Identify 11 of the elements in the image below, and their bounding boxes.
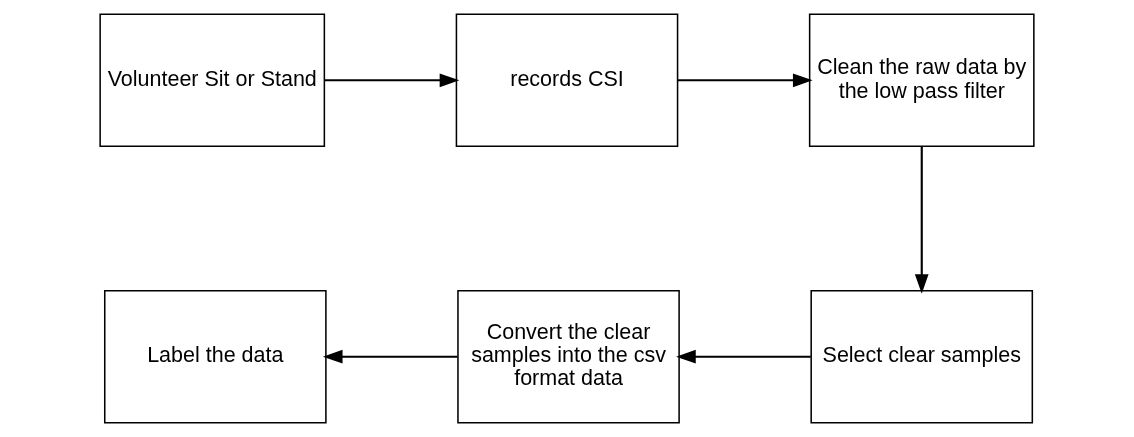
arrow <box>324 73 460 88</box>
arrow <box>914 146 929 294</box>
arrow <box>677 73 813 88</box>
node-box: Clean the raw data by the low pass filter <box>808 13 1035 148</box>
node-box: Select clear samples <box>810 289 1034 424</box>
node-box: Convert the clear samples into the csv format data <box>457 289 680 424</box>
node-box: Label the data <box>104 289 327 424</box>
node-box: records CSI <box>455 13 679 148</box>
node-box: Volunteer Sit or Stand <box>99 13 326 148</box>
arrow <box>676 349 811 364</box>
arrow <box>322 349 458 364</box>
